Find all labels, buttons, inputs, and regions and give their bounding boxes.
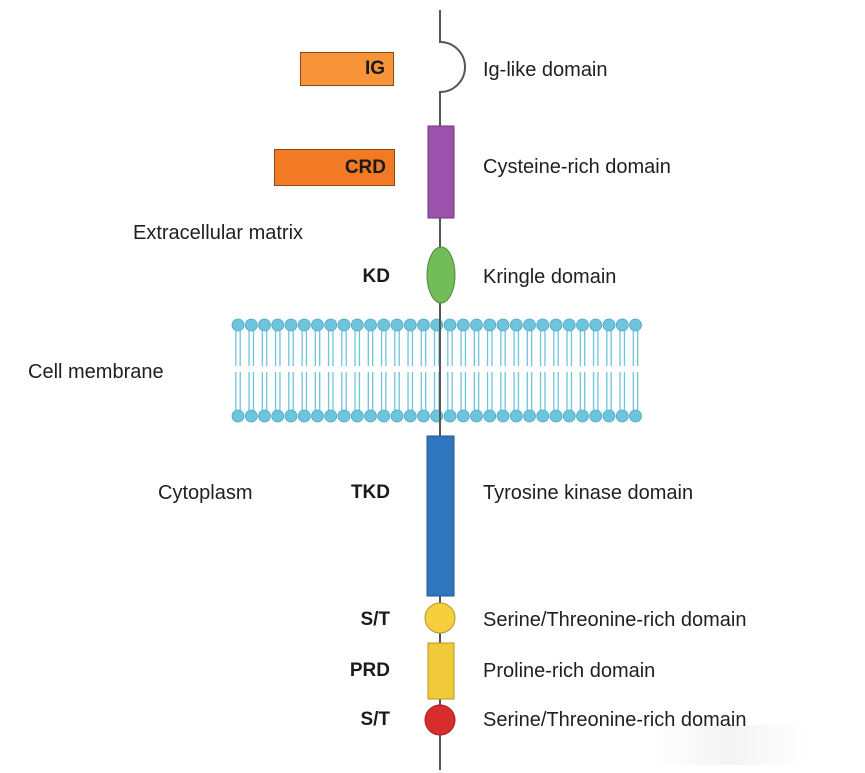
lipid-head [483, 409, 497, 423]
crd-description: Cysteine-rich domain [483, 156, 671, 178]
st-bottom-label: S/T [360, 709, 390, 730]
membrane-label: Cell membrane [28, 361, 164, 383]
tyrosine-kinase-domain-shape [426, 435, 455, 597]
lipid-head [576, 409, 589, 423]
lipid-head [350, 409, 364, 423]
lipid-head [615, 318, 629, 332]
lipid-head [549, 318, 563, 332]
extracellular-label: Extracellular matrix [133, 222, 304, 244]
serine-threonine-domain-shape [424, 602, 456, 634]
lipid-head [311, 318, 324, 332]
lipid-head [244, 409, 258, 423]
ig-box-label: IG [364, 58, 385, 79]
ig-box: IG [300, 52, 394, 86]
crd-box-label: CRD [344, 156, 386, 178]
ig-description: Ig-like domain [483, 59, 608, 81]
lipid-head [377, 409, 391, 423]
lipid-head [602, 409, 616, 423]
lipid-head [523, 409, 536, 423]
cysteine-rich-domain-shape [427, 125, 455, 219]
lipid-head [562, 409, 576, 423]
lipid-head [615, 409, 629, 423]
cytoplasm-label: Cytoplasm [158, 482, 253, 504]
background-shade [650, 725, 810, 765]
lipid-head [509, 409, 523, 423]
lipid-head [602, 318, 616, 332]
lipid-head [337, 318, 351, 332]
prd-label: PRD [349, 660, 390, 681]
lipid-head [496, 409, 510, 423]
lipid-head [364, 318, 377, 332]
lipid-head [271, 318, 285, 332]
kd-label: KD [362, 266, 390, 287]
lipid-head [297, 409, 311, 423]
lipid-head [456, 409, 470, 423]
prd-description: Proline-rich domain [483, 660, 656, 682]
lipid-head [297, 318, 311, 332]
lipid-head [271, 409, 285, 423]
lipid-head [390, 318, 404, 332]
lipid-head [417, 318, 430, 332]
lipid-head [470, 409, 483, 423]
proline-rich-domain-shape [427, 642, 455, 700]
lipid-head [509, 318, 523, 332]
serine-threonine-domain-shape-2 [424, 704, 456, 736]
lipid-head [403, 318, 417, 332]
cell-membrane-bilayer [231, 318, 642, 423]
lipid-head [443, 318, 457, 332]
lipid-head [589, 409, 603, 423]
lipid-head [443, 409, 457, 423]
lipid-head [258, 318, 271, 332]
lipid-head [311, 409, 324, 423]
lipid-head [284, 318, 298, 332]
lipid-head [483, 318, 497, 332]
lipid-head [629, 318, 642, 332]
lipid-head [496, 318, 510, 332]
lipid-head [403, 409, 417, 423]
lipid-head [456, 318, 470, 332]
st-bottom-description: Serine/Threonine-rich domain [483, 709, 747, 731]
lipid-head [629, 409, 642, 423]
lipid-head [258, 409, 271, 423]
lipid-head [576, 318, 589, 332]
lipid-head [536, 318, 550, 332]
lipid-head [350, 318, 364, 332]
lipid-head [536, 409, 550, 423]
lipid-head [231, 409, 245, 423]
lipid-head [377, 318, 391, 332]
lipid-head [337, 409, 351, 423]
lipid-head [589, 318, 603, 332]
lipid-head [390, 409, 404, 423]
lipid-head [324, 318, 338, 332]
protein-backbone [439, 10, 466, 770]
lipid-head [244, 318, 258, 332]
crd-box: CRD [274, 149, 395, 186]
lipid-head [324, 409, 338, 423]
lipid-head [470, 318, 483, 332]
st-top-label: S/T [360, 609, 390, 630]
lipid-head [417, 409, 430, 423]
lipid-head [284, 409, 298, 423]
lipid-head [364, 409, 377, 423]
lipid-head [231, 318, 245, 332]
kringle-domain-shape [426, 246, 456, 304]
lipid-head [562, 318, 576, 332]
st-top-description: Serine/Threonine-rich domain [483, 609, 747, 631]
kd-description: Kringle domain [483, 266, 617, 288]
tkd-description: Tyrosine kinase domain [483, 482, 694, 504]
tkd-label: TKD [350, 482, 390, 503]
lipid-head [523, 318, 536, 332]
lipid-head [549, 409, 563, 423]
